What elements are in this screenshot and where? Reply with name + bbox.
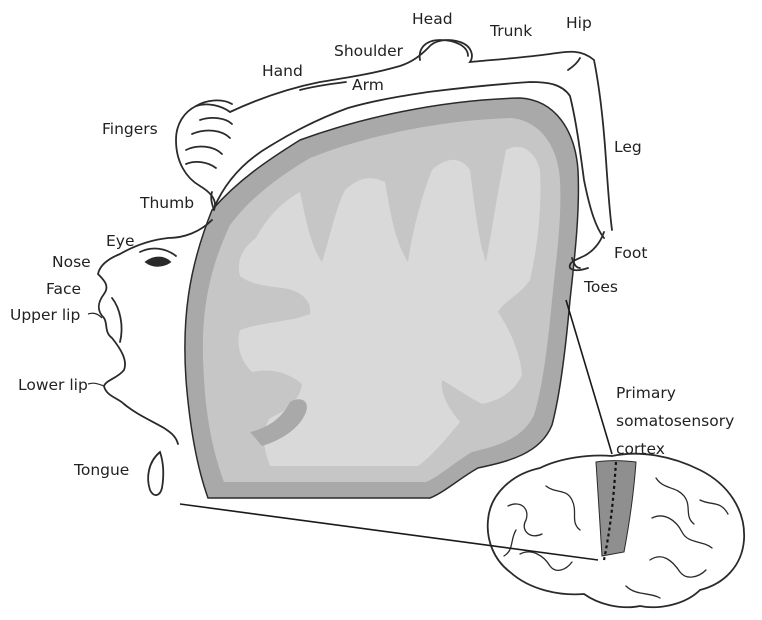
eye-shape [146, 258, 170, 266]
finger-1 [200, 118, 232, 124]
finger-2 [192, 131, 230, 138]
label-nose: Nose [52, 255, 91, 271]
label-face: Face [46, 282, 81, 298]
mouth-inner [112, 298, 122, 342]
label-upper-lip: Upper lip [10, 308, 80, 324]
finger-4 [186, 162, 216, 168]
eyelid [140, 249, 176, 256]
finger-3 [186, 147, 222, 154]
label-thumb: Thumb [140, 196, 194, 212]
label-shoulder: Shoulder [334, 44, 403, 60]
connector-right [566, 300, 612, 454]
label-tongue: Tongue [74, 463, 129, 479]
label-leaders [88, 313, 104, 386]
label-eye: Eye [106, 234, 135, 250]
label-fingers: Fingers [102, 122, 158, 138]
label-toes: Toes [584, 280, 618, 296]
label-lower-lip: Lower lip [18, 378, 88, 394]
cortex-cross-section [185, 98, 579, 498]
label-leg: Leg [614, 140, 642, 156]
tongue-shape [148, 452, 163, 495]
label-cortex-line2: somatosensory [616, 414, 734, 430]
arm-inner-line [300, 82, 346, 90]
whole-brain-inset [488, 454, 744, 608]
label-foot: Foot [614, 246, 647, 262]
hip-line [568, 58, 580, 70]
label-cortex-line1: Primary [616, 386, 676, 402]
label-trunk: Trunk [490, 24, 532, 40]
label-head: Head [412, 12, 453, 28]
label-hand: Hand [262, 64, 303, 80]
label-arm: Arm [352, 78, 384, 94]
label-hip: Hip [566, 16, 592, 32]
label-cortex-line3: cortex [616, 442, 665, 458]
